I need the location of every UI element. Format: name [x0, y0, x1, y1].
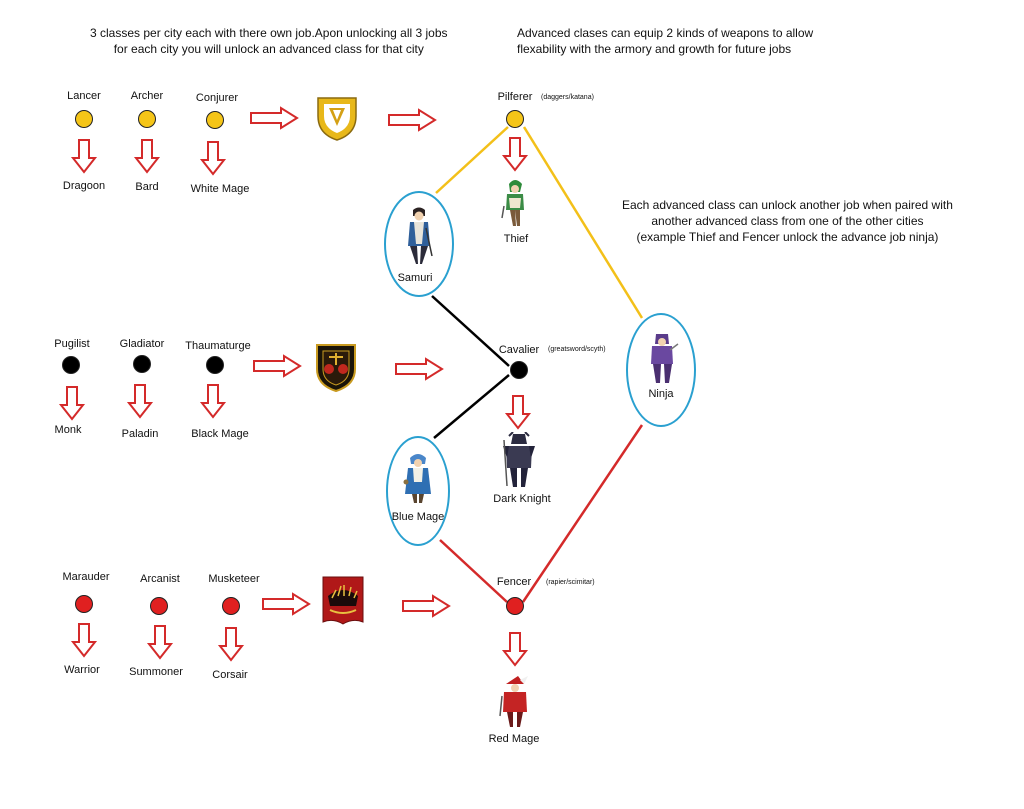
- advanced-label-pilferer: Pilferer: [497, 91, 533, 103]
- class-label-thaumaturge: Thaumaturge: [185, 340, 251, 352]
- advanced-note-line-2: flexability with the armory and growth f…: [517, 42, 792, 56]
- link-pilferer-samuri: [435, 126, 509, 194]
- pair-job-label-blue-mage: Blue Mage: [391, 511, 445, 523]
- job-label-monk: Monk: [54, 424, 82, 436]
- link-cavalier-bluemage: [433, 374, 510, 439]
- class-label-marauder: Marauder: [62, 571, 110, 583]
- class-node-thaumaturge: [206, 356, 224, 374]
- arrow-down-icon: [135, 139, 159, 173]
- arrow-right-icon: [402, 595, 450, 617]
- job-label-thief: Thief: [503, 233, 529, 245]
- pairing-note-line-1: Each advanced class can unlock another j…: [622, 198, 953, 212]
- arrow-down-icon: [503, 137, 527, 171]
- advanced-note-line-1: Advanced clases can equip 2 kinds of wea…: [517, 26, 814, 40]
- pairing-note-line-2: another advanced class from one of the o…: [651, 214, 924, 228]
- arrow-right-icon: [388, 109, 436, 131]
- arrow-down-icon: [503, 632, 527, 666]
- class-label-gladiator: Gladiator: [119, 338, 165, 350]
- class-node-marauder: [75, 595, 93, 613]
- class-node-archer: [138, 110, 156, 128]
- weapons-label-pilferer: (daggers/katana): [541, 94, 594, 101]
- class-label-arcanist: Arcanist: [140, 573, 180, 585]
- job-label-dark-knight: Dark Knight: [493, 493, 551, 505]
- link-fencer-ninja: [521, 424, 644, 603]
- job-label-black-mage: Black Mage: [191, 428, 249, 440]
- arrow-down-icon: [148, 625, 172, 659]
- pair-job-label-samuri: Samuri: [397, 272, 433, 284]
- arrow-down-icon: [219, 627, 243, 661]
- intro-note-line-1: 3 classes per city each with there own j…: [90, 26, 448, 40]
- character-figure-icon: [403, 454, 431, 503]
- city-emblem-icon: [322, 576, 364, 625]
- intro-note: 3 classes per city each with there own j…: [90, 25, 448, 57]
- class-node-pugilist: [62, 356, 80, 374]
- arrow-right-icon: [253, 355, 301, 377]
- pair-job-oval-blue-mage: [386, 436, 450, 546]
- link-bluemage-fencer: [439, 539, 508, 603]
- pair-job-oval-ninja: [626, 313, 696, 427]
- arrow-down-icon: [72, 139, 96, 173]
- link-samuri-cavalier: [431, 295, 510, 367]
- advanced-node-fencer: [506, 597, 524, 615]
- character-figure-icon: [651, 334, 679, 383]
- advanced-label-cavalier: Cavalier: [498, 344, 540, 356]
- weapons-label-fencer: (rapier/scimitar): [546, 579, 595, 586]
- character-figure-icon: [503, 432, 535, 487]
- job-label-bard: Bard: [135, 181, 159, 193]
- arrow-right-icon: [262, 593, 310, 615]
- class-node-arcanist: [150, 597, 168, 615]
- job-label-dragoon: Dragoon: [62, 180, 106, 192]
- character-figure-icon: [408, 207, 433, 264]
- pairing-note: Each advanced class can unlock another j…: [622, 197, 953, 245]
- pairing-note-line-3: (example Thief and Fencer unlock the adv…: [636, 230, 939, 244]
- class-node-musketeer: [222, 597, 240, 615]
- job-label-corsair: Corsair: [212, 669, 248, 681]
- arrow-down-icon: [128, 384, 152, 418]
- job-label-paladin: Paladin: [121, 428, 159, 440]
- character-figure-icon: [499, 676, 528, 727]
- job-label-white-mage: White Mage: [190, 183, 250, 195]
- character-figure-icon: [501, 180, 524, 226]
- arrow-down-icon: [201, 141, 225, 175]
- class-label-pugilist: Pugilist: [54, 338, 90, 350]
- class-label-lancer: Lancer: [67, 90, 101, 102]
- class-node-gladiator: [133, 355, 151, 373]
- pair-job-label-ninja: Ninja: [648, 388, 674, 400]
- advanced-node-pilferer: [506, 110, 524, 128]
- weapons-label-cavalier: (greatsword/scyth): [548, 346, 606, 353]
- class-node-conjurer: [206, 111, 224, 129]
- advanced-node-cavalier: [510, 361, 528, 379]
- arrow-right-icon: [250, 107, 298, 129]
- arrow-down-icon: [506, 395, 530, 429]
- job-label-summoner: Summoner: [129, 666, 183, 678]
- link-pilferer-ninja: [522, 126, 644, 319]
- class-node-lancer: [75, 110, 93, 128]
- arrow-down-icon: [201, 384, 225, 418]
- arrow-down-icon: [60, 386, 84, 420]
- class-label-musketeer: Musketeer: [208, 573, 260, 585]
- class-label-archer: Archer: [130, 90, 164, 102]
- job-label-warrior: Warrior: [64, 664, 100, 676]
- city-emblem-icon: [317, 97, 357, 141]
- arrow-right-icon: [395, 358, 443, 380]
- arrow-down-icon: [72, 623, 96, 657]
- job-label-red-mage: Red Mage: [488, 733, 540, 745]
- intro-note-line-2: for each city you will unlock an advance…: [113, 42, 424, 56]
- pair-job-oval-samuri: [384, 191, 454, 297]
- advanced-label-fencer: Fencer: [496, 576, 532, 588]
- class-label-conjurer: Conjurer: [195, 92, 239, 104]
- advanced-note: Advanced clases can equip 2 kinds of wea…: [517, 25, 813, 57]
- city-emblem-icon: [316, 344, 356, 393]
